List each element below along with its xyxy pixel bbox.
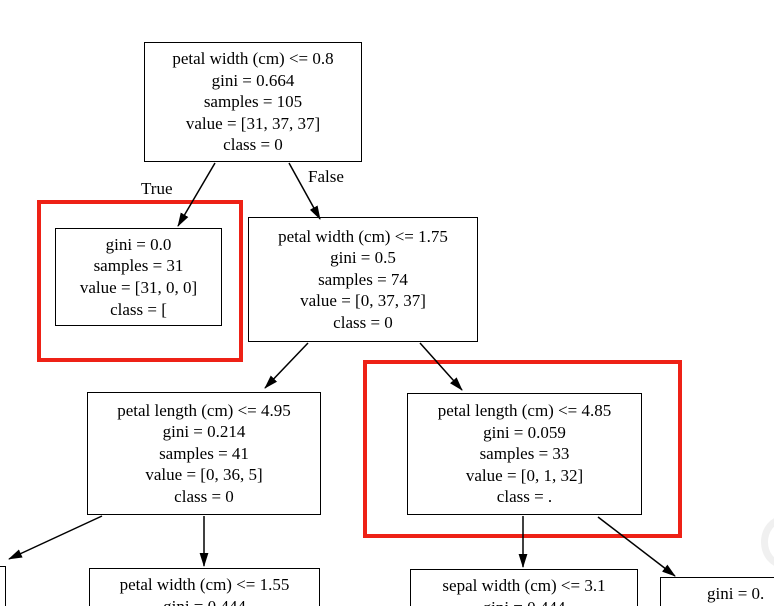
node-class: class = 0 [333, 312, 393, 332]
node-split-rule: petal width (cm) <= 1.75 [278, 226, 448, 246]
node-split-rule: petal length (cm) <= 4.85 [437, 401, 612, 421]
node-value: value = [31, 37, 37] [185, 113, 321, 133]
node-gini: gini = 0.059 [483, 422, 566, 442]
node-split-rule: sepal width (cm) <= 3.1 [442, 576, 606, 595]
node-class: class = 0 [174, 486, 234, 506]
node-class: class = [ [110, 299, 167, 319]
tree-node-bottom-sepal-width: sepal width (cm) <= 3.1 gini = 0.444 [410, 569, 638, 606]
node-value: value = [31, 0, 0] [79, 278, 198, 297]
tree-node-leaf-left: gini = 0.0 samples = 31 value = [31, 0, … [55, 228, 222, 326]
edge-label-false: False [308, 167, 344, 186]
node-gini: gini = 0.444 [90, 596, 319, 606]
node-class: class = 0 [223, 135, 283, 155]
tree-node-root: petal width (cm) <= 0.8 gini = 0.664 sam… [144, 42, 362, 162]
tree-node-right-child: petal width (cm) <= 1.75 gini = 0.5 samp… [248, 217, 478, 342]
node-class: class = . [496, 487, 553, 507]
highlight-rect-left [37, 200, 243, 362]
tree-node-level3-right: petal length (cm) <= 4.85 gini = 0.059 s… [407, 393, 642, 515]
node-split-rule: petal length (cm) <= 4.95 [117, 400, 291, 420]
tree-node-level3-left: petal length (cm) <= 4.95 gini = 0.214 s… [87, 392, 321, 515]
node-gini: gini = 0. [707, 584, 765, 603]
edge-label-true: True [141, 179, 173, 198]
node-gini: gini = 0.444 [411, 597, 637, 606]
node-samples: samples = 74 [318, 269, 408, 289]
node-gini: gini = 0.214 [162, 422, 246, 442]
node-samples: samples = 41 [159, 443, 249, 463]
node-samples: samples = 31 [93, 256, 184, 276]
tree-node-bottom-clipped-left [0, 566, 6, 606]
node-gini: gini = 0.5 [330, 248, 396, 268]
tree-node-bottom-clipped-right: gini = 0. [660, 577, 774, 606]
node-value: value = [0, 36, 5] [145, 465, 263, 485]
node-samples: samples = 105 [203, 92, 303, 112]
node-value: value = [0, 1, 32] [465, 465, 584, 485]
tree-node-bottom-petal-width: petal width (cm) <= 1.55 gini = 0.444 [89, 568, 320, 606]
node-split-rule: petal width (cm) <= 0.8 [172, 49, 334, 69]
node-samples: samples = 33 [479, 444, 570, 464]
node-gini: gini = 0.0 [105, 234, 172, 254]
node-gini: gini = 0.664 [211, 70, 295, 90]
node-value: value = [0, 37, 37] [300, 291, 426, 311]
node-split-rule: petal width (cm) <= 1.55 [119, 575, 290, 594]
